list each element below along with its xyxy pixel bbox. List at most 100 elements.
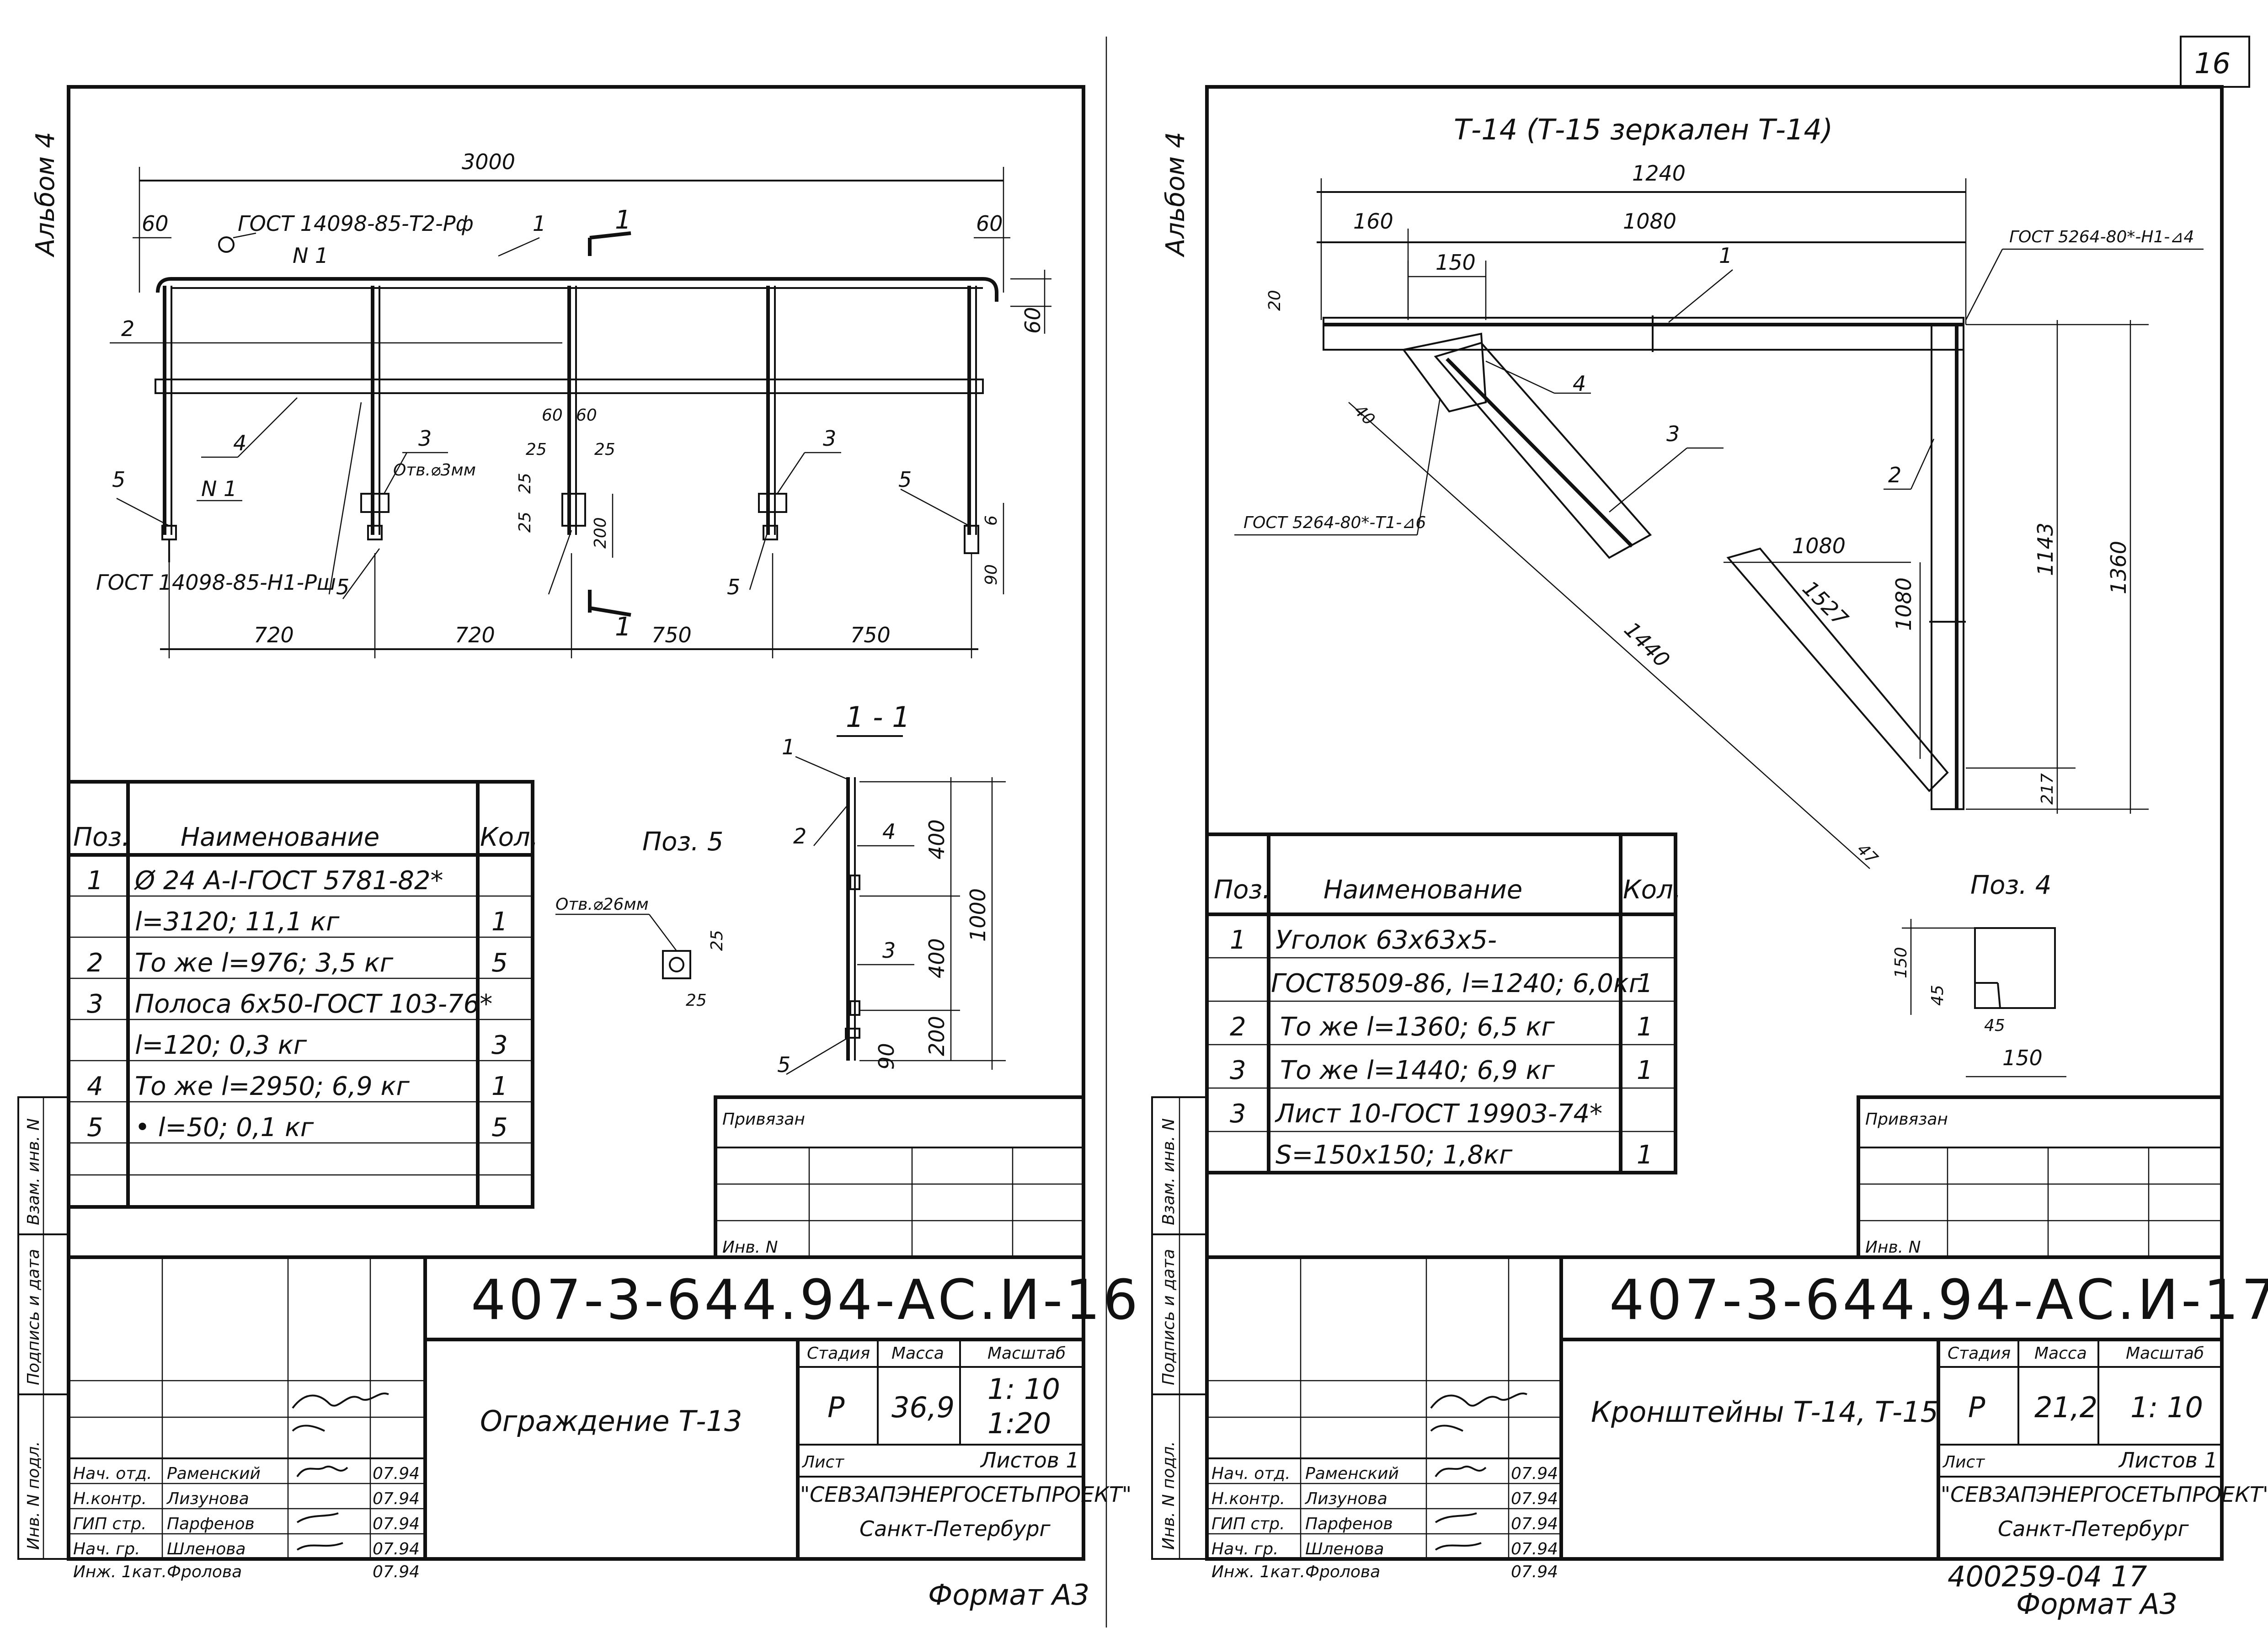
svg-text:25: 25 xyxy=(708,930,726,951)
svg-text:Инв. N подл.: Инв. N подл. xyxy=(24,1441,43,1550)
svg-text:07.94: 07.94 xyxy=(373,1489,420,1508)
svg-text:1 - 1: 1 - 1 xyxy=(846,700,910,734)
svg-text:3: 3 xyxy=(87,989,103,1019)
svg-text:3: 3 xyxy=(1666,422,1680,446)
svg-text:720: 720 xyxy=(254,623,294,647)
svg-text:150: 150 xyxy=(1436,250,1476,275)
svg-text:Раменский: Раменский xyxy=(167,1464,261,1483)
svg-text:1000: 1000 xyxy=(966,888,990,942)
svg-text:25: 25 xyxy=(516,473,534,494)
svg-text:07.94: 07.94 xyxy=(1511,1540,1558,1558)
svg-text:1: 1 xyxy=(615,205,631,235)
svg-text:Инв. N: Инв. N xyxy=(1865,1238,1921,1257)
page-number: 16 xyxy=(2194,47,2231,80)
svg-text:07.94: 07.94 xyxy=(1511,1489,1558,1508)
svg-text:ГОСТ 5264-80*-Н1-⊿4: ГОСТ 5264-80*-Н1-⊿4 xyxy=(2009,228,2194,246)
svg-text:Масса: Масса xyxy=(891,1344,944,1363)
svg-text:Листов 1: Листов 1 xyxy=(2118,1448,2218,1473)
svg-text:Санкт-Петербург: Санкт-Петербург xyxy=(1998,1516,2189,1541)
svg-text:Лист 10-ГОСТ 19903-74*: Лист 10-ГОСТ 19903-74* xyxy=(1275,1099,1602,1129)
svg-text:ГОСТ 5264-80*-Т1-⊿6: ГОСТ 5264-80*-Т1-⊿6 xyxy=(1243,513,1426,532)
svg-text:ГОСТ8509-86, l=1240; 6,0кг: ГОСТ8509-86, l=1240; 6,0кг xyxy=(1271,969,1643,998)
svg-text:07.94: 07.94 xyxy=(373,1563,420,1581)
svg-text:Кол.: Кол. xyxy=(1623,875,1681,905)
svg-text:6: 6 xyxy=(982,515,1001,526)
svg-text:Наименование: Наименование xyxy=(1323,875,1522,905)
svg-text:07.94: 07.94 xyxy=(1511,1563,1558,1581)
svg-text:Стадия: Стадия xyxy=(807,1344,870,1363)
svg-text:Инв. N: Инв. N xyxy=(722,1238,778,1257)
svg-text:07.94: 07.94 xyxy=(1511,1515,1558,1533)
svg-text:Стадия: Стадия xyxy=(1948,1344,2011,1363)
svg-text:1143: 1143 xyxy=(2033,523,2058,576)
svg-text:3: 3 xyxy=(882,938,896,963)
svg-text:Кронштейны Т-14, Т-15: Кронштейны Т-14, Т-15 xyxy=(1591,1395,1938,1429)
svg-text:160: 160 xyxy=(1353,209,1393,234)
svg-text:1: 1 xyxy=(87,866,103,896)
svg-text:4: 4 xyxy=(1573,371,1586,396)
svg-text:21,2: 21,2 xyxy=(2034,1391,2097,1424)
svg-text:Н.контр.: Н.контр. xyxy=(73,1489,147,1508)
svg-text:Масса: Масса xyxy=(2034,1344,2087,1363)
svg-text:Т-14 (Т-15 зеркален Т-14): Т-14 (Т-15 зеркален Т-14) xyxy=(1454,113,1833,146)
svg-text:5: 5 xyxy=(491,1113,508,1142)
svg-text:Ø 24 А-I-ГОСТ 5781-82*: Ø 24 А-I-ГОСТ 5781-82* xyxy=(134,866,443,896)
svg-text:5: 5 xyxy=(112,467,125,492)
svg-text:Полоса 6x50-ГОСТ 103-76*: Полоса 6x50-ГОСТ 103-76* xyxy=(135,989,492,1019)
svg-text:1: 1 xyxy=(1637,1012,1653,1042)
svg-text:Парфенов: Парфенов xyxy=(1305,1515,1393,1533)
svg-text:20: 20 xyxy=(1265,290,1284,311)
svg-text:Отв.⌀3мм: Отв.⌀3мм xyxy=(393,461,476,480)
svg-text:Наименование: Наименование xyxy=(181,822,379,852)
svg-text:Нач. гр.: Нач. гр. xyxy=(73,1540,140,1558)
svg-text:Подпись и дата: Подпись и дата xyxy=(24,1249,43,1385)
svg-text:N 1: N 1 xyxy=(201,476,237,501)
svg-text:Н.контр.: Н.контр. xyxy=(1211,1489,1285,1508)
album-label: Альбом 4 xyxy=(1161,132,1190,257)
svg-text:1: 1 xyxy=(533,211,546,236)
svg-text:25: 25 xyxy=(526,440,547,459)
svg-text:Санкт-Петербург: Санкт-Петербург xyxy=(859,1516,1051,1541)
svg-text:750: 750 xyxy=(850,623,891,647)
title-block-right: 407-3-644.94-АС.И-17 Кронштейны Т-14, Т-… xyxy=(1205,1255,2268,1581)
album-label: Альбом 4 xyxy=(31,132,60,257)
svg-text:3: 3 xyxy=(823,426,836,451)
svg-text:217: 217 xyxy=(2038,773,2057,805)
svg-text:Отв.⌀26мм: Отв.⌀26мм xyxy=(555,895,649,914)
svg-text:"СЕВЗАПЭНЕРГОСЕТЬПРОЕКТ": "СЕВЗАПЭНЕРГОСЕТЬПРОЕКТ" xyxy=(1941,1482,2268,1507)
format-left: Формат А3 xyxy=(928,1578,1089,1612)
format-right: Формат А3 xyxy=(2016,1587,2177,1621)
svg-text:60: 60 xyxy=(542,406,563,425)
svg-text:1: 1 xyxy=(1230,925,1246,955)
svg-text:1240: 1240 xyxy=(1632,161,1686,186)
svg-text:407-3-644.94-АС.И-16: 407-3-644.94-АС.И-16 xyxy=(471,1269,1141,1332)
svg-text:Шленова: Шленова xyxy=(1305,1540,1384,1558)
svg-text:25: 25 xyxy=(594,440,615,459)
svg-text:3: 3 xyxy=(491,1030,508,1060)
svg-text:Фролова: Фролова xyxy=(1305,1563,1380,1581)
svg-text:150: 150 xyxy=(1892,947,1910,978)
svg-text:407-3-644.94-АС.И-17: 407-3-644.94-АС.И-17 xyxy=(1609,1269,2268,1332)
svg-text:1360: 1360 xyxy=(2106,541,2131,594)
svg-text:07.94: 07.94 xyxy=(373,1540,420,1558)
svg-text:25: 25 xyxy=(516,512,534,533)
svg-text:Поз.: Поз. xyxy=(1214,875,1270,905)
svg-text:Поз.: Поз. xyxy=(73,822,130,852)
svg-text:2: 2 xyxy=(87,948,103,978)
svg-text:Масштаб: Масштаб xyxy=(2126,1344,2204,1363)
title-block-left: 407-3-644.94-АС.И-16 Ограждение Т-13 Ста… xyxy=(67,1255,1141,1581)
svg-text:07.94: 07.94 xyxy=(1511,1464,1558,1483)
svg-text:Листов 1: Листов 1 xyxy=(980,1448,1079,1473)
svg-text:60: 60 xyxy=(976,211,1003,236)
svg-text:Кол.: Кол. xyxy=(480,822,539,852)
svg-text:25: 25 xyxy=(686,991,707,1010)
svg-text:То же l=1440; 6,9 кг: То же l=1440; 6,9 кг xyxy=(1280,1056,1555,1085)
svg-text:60: 60 xyxy=(142,211,169,236)
svg-text:36,9: 36,9 xyxy=(891,1391,955,1424)
svg-text:Инж. 1кат.: Инж. 1кат. xyxy=(73,1563,167,1581)
svg-text:45: 45 xyxy=(1984,1016,2005,1035)
svg-text:То же l=1360; 6,5 кг: То же l=1360; 6,5 кг xyxy=(1280,1012,1555,1042)
svg-text:400: 400 xyxy=(924,938,949,978)
svg-text:ГИП стр.: ГИП стр. xyxy=(1211,1515,1285,1533)
svg-text:Инж. 1кат.: Инж. 1кат. xyxy=(1211,1563,1305,1581)
